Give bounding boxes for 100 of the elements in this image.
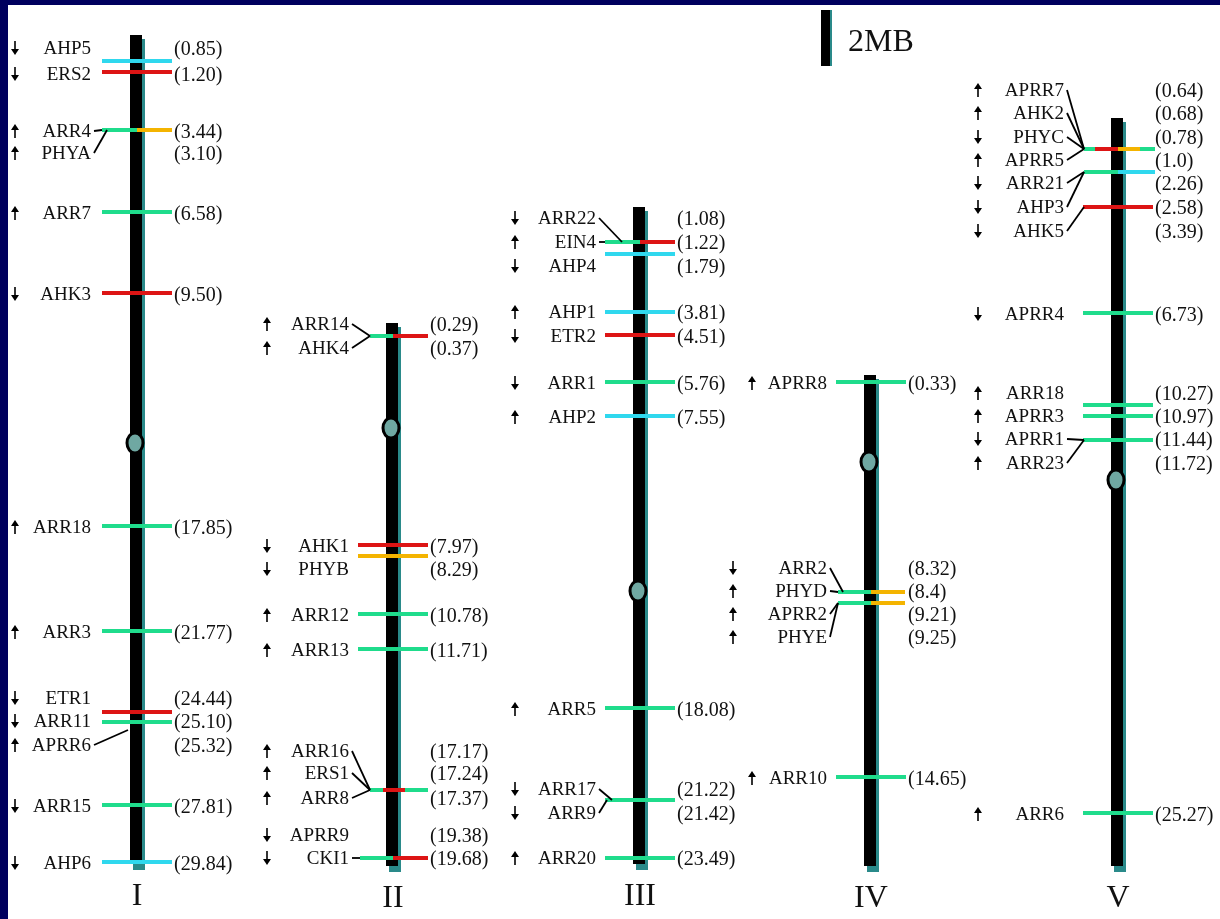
gene-label: PHYC	[1013, 126, 1064, 148]
position-label: (17.17)	[430, 740, 489, 762]
position-label: (9.50)	[174, 283, 223, 305]
position-label: (9.21)	[908, 603, 957, 625]
position-label: (19.68)	[430, 847, 489, 869]
gene-label: PHYA	[41, 142, 91, 164]
gene-label: CKI1	[306, 847, 349, 869]
gene-label: ETR2	[550, 325, 596, 347]
chromosome-number: IV	[853, 878, 889, 914]
position-label: (18.08)	[677, 698, 736, 720]
leader-line	[1066, 112, 1085, 150]
gene-label: EIN4	[554, 231, 596, 253]
gene-label: APRR1	[1004, 428, 1064, 450]
gene-label: ARR7	[42, 202, 91, 224]
chromosome-number: I	[130, 876, 144, 912]
gene-label: ARR17	[537, 778, 596, 800]
gene-label: ARR18	[32, 516, 91, 538]
position-label: (29.84)	[174, 852, 233, 874]
leader-line	[829, 590, 839, 593]
leader-line	[1066, 438, 1085, 441]
gene-label: PHYE	[777, 626, 827, 648]
position-label: (1.22)	[677, 231, 726, 253]
position-label: (9.25)	[908, 626, 957, 648]
position-label: (1.20)	[174, 63, 223, 85]
position-label: (7.97)	[430, 535, 479, 557]
gene-label: ARR21	[1005, 172, 1064, 194]
gene-label: APRR2	[767, 603, 827, 625]
position-label: (10.27)	[1155, 382, 1214, 404]
position-label: (0.64)	[1155, 79, 1204, 101]
scale-label: 2MB	[848, 22, 914, 58]
position-label: (10.78)	[430, 604, 489, 626]
gene-label: ARR20	[537, 847, 596, 869]
gene-label: AHK4	[298, 337, 349, 359]
position-label: (0.85)	[174, 37, 223, 59]
gene-label: ARR14	[290, 313, 349, 335]
gene-label: ERS1	[304, 762, 349, 784]
position-label: (1.0)	[1155, 149, 1194, 171]
gene-label: ARR3	[42, 621, 91, 643]
position-label: (3.81)	[677, 301, 726, 323]
gene-label: APRR8	[767, 372, 827, 394]
position-label: (21.42)	[677, 802, 736, 824]
gene-label: AHP6	[43, 852, 91, 874]
position-label: (11.72)	[1155, 452, 1213, 474]
leader-line	[598, 241, 606, 243]
leader-line	[93, 129, 108, 154]
gene-label: AHP1	[548, 301, 596, 323]
position-label: (3.10)	[174, 142, 223, 164]
position-label: (7.55)	[677, 406, 726, 428]
gene-label: ARR8	[300, 787, 349, 809]
gene-label: ERS2	[46, 63, 91, 85]
leader-line	[1066, 439, 1085, 464]
leader-line	[598, 788, 613, 801]
leader-line	[1066, 148, 1085, 161]
position-label: (8.4)	[908, 580, 947, 602]
position-label: (6.58)	[174, 202, 223, 224]
leader-line	[351, 323, 371, 337]
leader-line	[829, 567, 844, 593]
leader-line	[829, 602, 839, 638]
gene-label: AHP5	[43, 37, 91, 59]
gene-label: ARR18	[1005, 382, 1064, 404]
position-label: (17.24)	[430, 762, 489, 784]
leader-line	[1066, 136, 1085, 150]
gene-label: AHP3	[1016, 196, 1064, 218]
gene-label: AHK5	[1013, 220, 1064, 242]
position-label: (2.26)	[1155, 172, 1204, 194]
gene-label: ARR6	[1015, 803, 1064, 825]
position-label: (10.97)	[1155, 405, 1214, 427]
gene-label: ETR1	[45, 687, 91, 709]
position-label: (3.44)	[174, 120, 223, 142]
gene-label: ARR23	[1005, 452, 1064, 474]
gene-label: PHYD	[775, 580, 827, 602]
leader-line	[93, 129, 103, 132]
gene-label: APRR9	[289, 824, 349, 846]
position-label: (0.37)	[430, 337, 479, 359]
position-label: (1.08)	[677, 207, 726, 229]
position-label: (2.58)	[1155, 196, 1204, 218]
gene-label: AHK3	[40, 283, 91, 305]
leader-line	[1066, 171, 1085, 208]
gene-label: ARR5	[547, 698, 596, 720]
gene-label: ARR12	[290, 604, 349, 626]
position-label: (5.76)	[677, 372, 726, 394]
leader-line	[1066, 171, 1085, 184]
leader-line	[1066, 206, 1085, 232]
position-label: (23.49)	[677, 847, 736, 869]
position-label: (21.22)	[677, 778, 736, 800]
chromosome-number: III	[623, 876, 657, 912]
position-label: (14.65)	[908, 767, 967, 789]
position-label: (4.51)	[677, 325, 726, 347]
position-label: (0.29)	[430, 313, 479, 335]
leader-line	[351, 857, 361, 859]
gene-label: APRR4	[1004, 303, 1064, 325]
gene-label: PHYB	[298, 558, 349, 580]
gene-label: APRR5	[1004, 149, 1064, 171]
position-label: (1.79)	[677, 255, 726, 277]
chromosome-number: II	[381, 878, 405, 914]
gene-label: ARR2	[778, 557, 827, 579]
position-label: (8.29)	[430, 558, 479, 580]
gene-label: APRR7	[1004, 79, 1064, 101]
leader-line	[598, 217, 623, 243]
position-label: (25.32)	[174, 734, 233, 756]
